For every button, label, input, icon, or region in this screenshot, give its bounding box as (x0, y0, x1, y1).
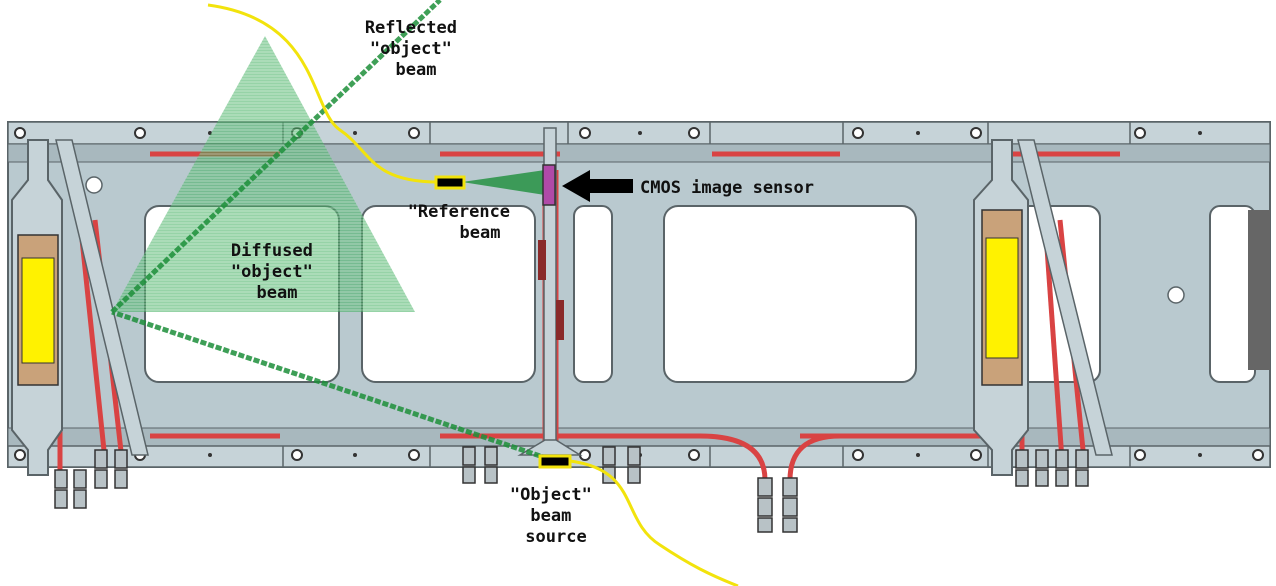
reference-beam (462, 170, 545, 195)
left-magnet-assembly (11, 139, 149, 476)
reference-beam-label: "Reference beam (408, 202, 521, 243)
cmos-sensor (542, 164, 556, 206)
hose-fittings (54, 446, 1089, 533)
reflected-beam-label: Reflected "object" beam (365, 18, 467, 80)
laser-beams (110, 0, 556, 464)
optical-fibers (207, 3, 739, 586)
diffused-beam-label: Diffused "object" beam (231, 241, 323, 303)
sensor-arrow-icon (562, 170, 633, 202)
cmos-sensor-label: CMOS image sensor (640, 178, 814, 198)
object-beam-emitter (538, 454, 572, 469)
right-magnet-assembly (973, 139, 1113, 476)
diffused-beam-cone (112, 36, 415, 312)
object-beam-source-label: "Object" beam source (510, 485, 602, 547)
reference-beam-emitter (434, 175, 466, 190)
